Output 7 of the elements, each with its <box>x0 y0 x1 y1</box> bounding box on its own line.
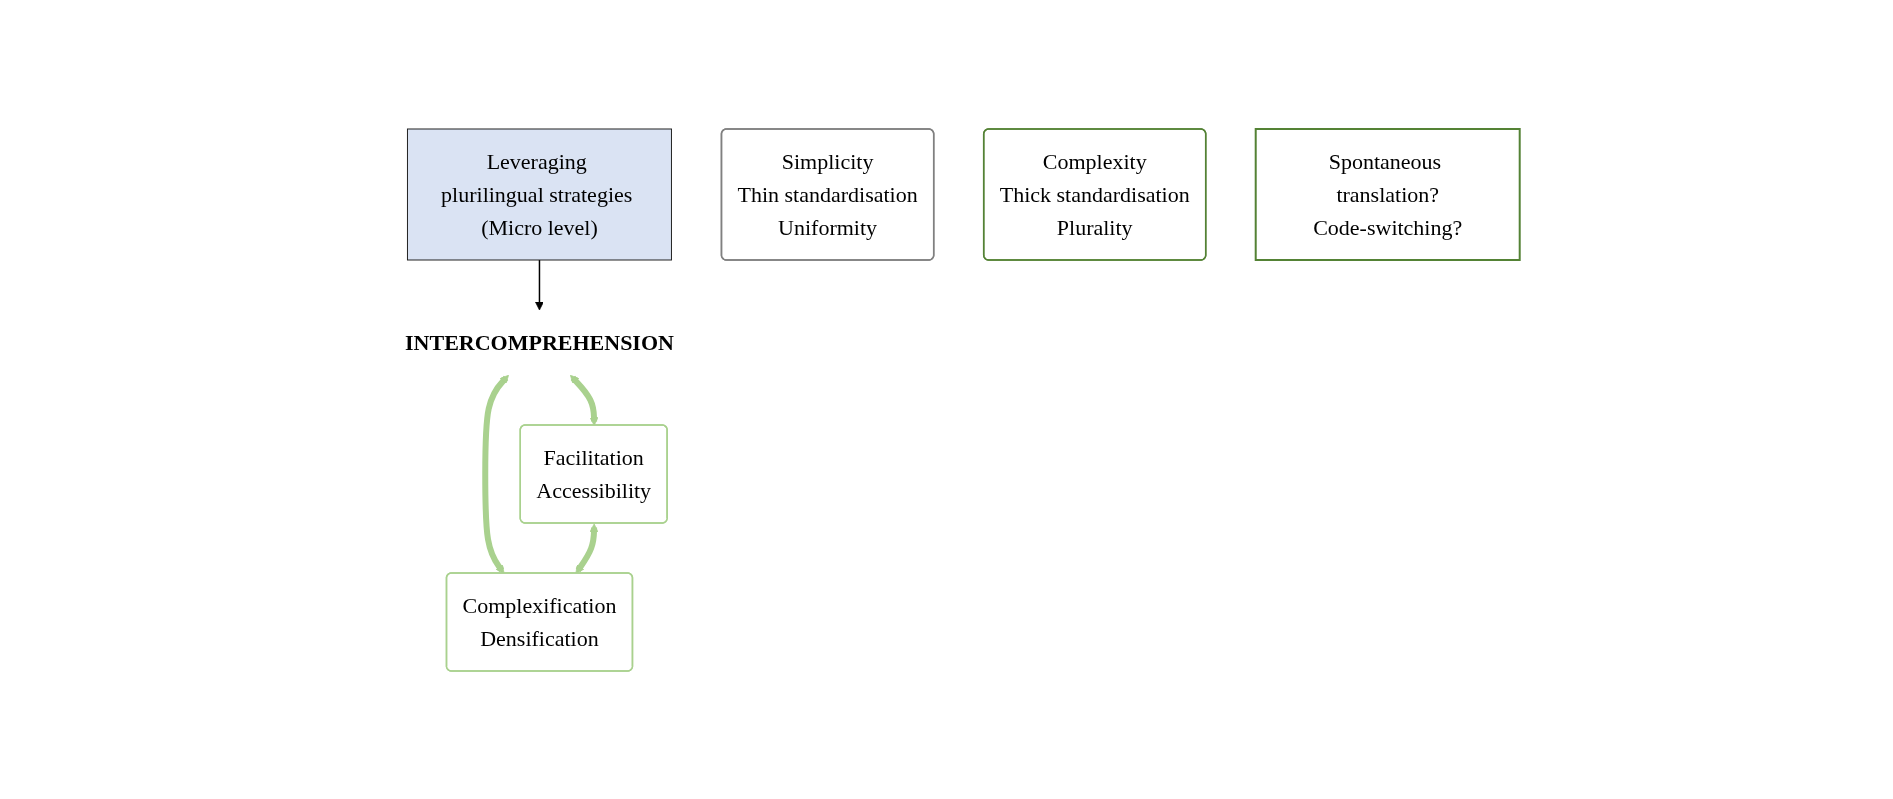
arrow <box>535 258 544 310</box>
node-box: Leveraging plurilingual strategies (Micro level) <box>407 128 673 260</box>
arrow <box>570 374 599 426</box>
arrow <box>575 523 599 574</box>
node-box: Spontaneous translation? Code-switching? <box>1254 127 1521 261</box>
arrow <box>482 374 510 574</box>
node-text: INTERCOMPREHENSION <box>405 329 675 355</box>
